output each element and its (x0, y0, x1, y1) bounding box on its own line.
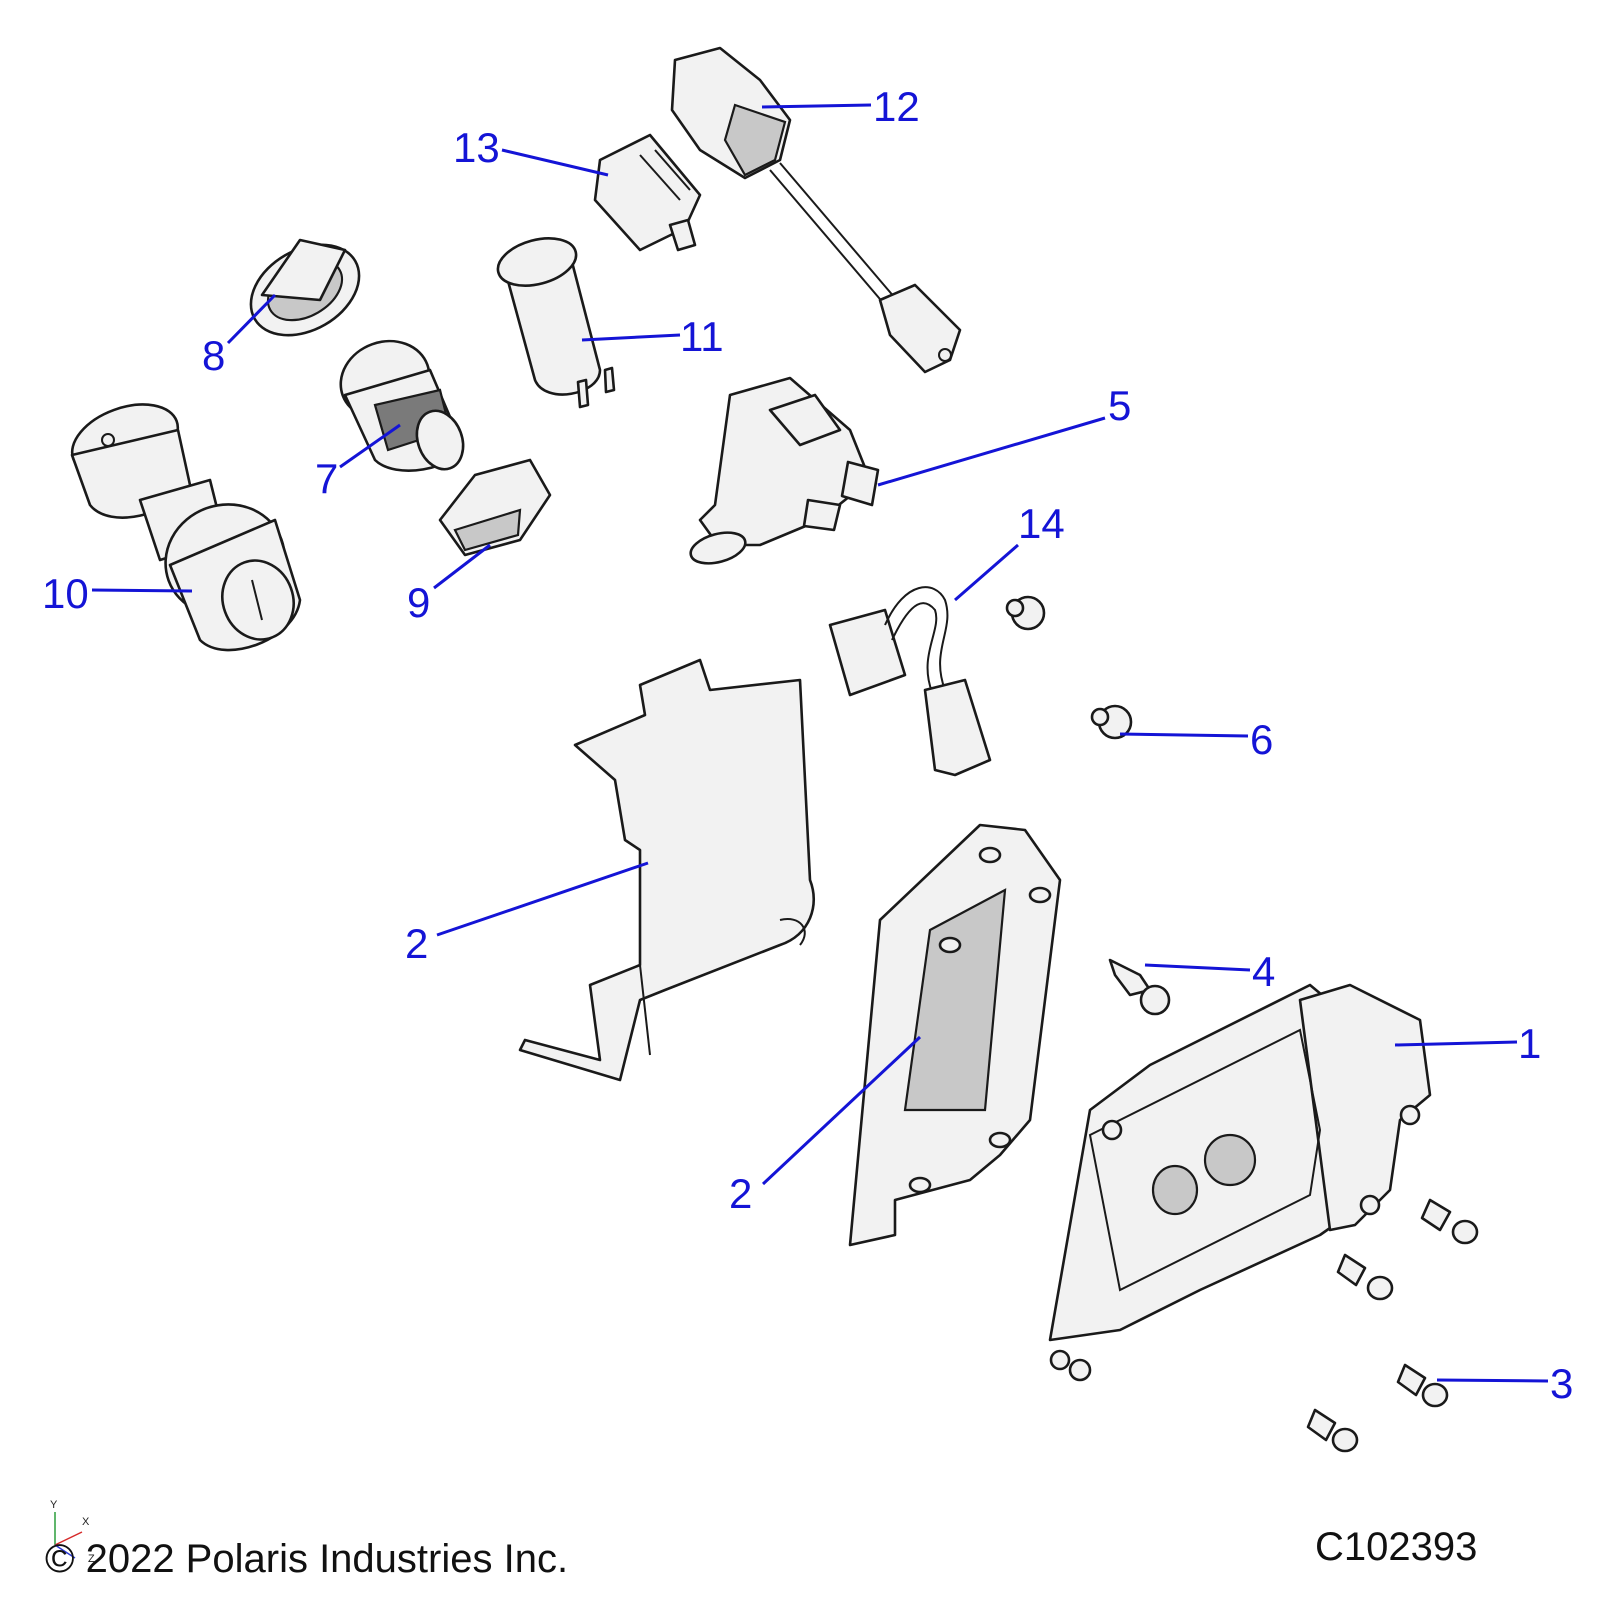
part-6-nut-lower (1090, 704, 1133, 740)
leader-2b (761, 1035, 922, 1186)
axis-label-y: Y (50, 1499, 58, 1511)
callout-13: 13 (453, 124, 500, 171)
part-12-module-with-harness (670, 46, 962, 374)
leader-8 (226, 293, 277, 345)
callout-3: 3 (1550, 1360, 1573, 1407)
leader-1 (1394, 1040, 1518, 1047)
part-3-bolt-c (1396, 1363, 1449, 1408)
leader-6 (1119, 732, 1249, 738)
callout-6: 6 (1250, 716, 1273, 763)
callout-1: 1 (1518, 1020, 1541, 1067)
callout-2-upper: 2 (405, 920, 428, 967)
part-10-ignition-switch (70, 403, 302, 652)
leader-3 (1436, 1378, 1549, 1383)
part-5-solenoid (689, 376, 880, 565)
callout-9: 9 (407, 579, 430, 626)
axis-triad: Y X Z (50, 1499, 95, 1565)
part-6-nut-upper (1005, 595, 1046, 631)
callout-8: 8 (202, 332, 225, 379)
part-2-cover-bracket (518, 658, 815, 1082)
part-8-ring-nut (249, 238, 361, 337)
leader-13 (501, 148, 609, 177)
callout-12: 12 (873, 83, 920, 130)
axis-label-x: X (82, 1516, 90, 1528)
leader-7 (339, 423, 401, 469)
part-9-cap (438, 458, 552, 557)
part-4-clip (1108, 958, 1171, 1016)
callout-10: 10 (42, 570, 89, 617)
leader-2a (436, 861, 649, 937)
callout-7: 7 (315, 455, 338, 502)
part-11-cylinder (496, 237, 616, 409)
callout-2-lower: 2 (729, 1170, 752, 1217)
leader-12 (761, 103, 872, 109)
leader-14 (954, 543, 1019, 602)
part-13-relay (593, 133, 702, 252)
drawing-number: C102393 (1315, 1525, 1477, 1569)
axis-label-z: Z (88, 1553, 95, 1565)
part-3-bolt-d (1306, 1408, 1359, 1453)
leader-4 (1144, 963, 1251, 972)
leader-11 (581, 333, 681, 342)
part-7-socket (339, 339, 465, 472)
callout-5: 5 (1108, 382, 1131, 429)
leader-5 (877, 416, 1106, 487)
callout-11: 11 (680, 313, 724, 360)
leader-10 (91, 588, 193, 593)
part-3-bolt-a (1420, 1198, 1479, 1245)
part-3-bolt-b (1336, 1253, 1394, 1301)
part-2-frame-bracket (848, 823, 1062, 1247)
part-14-harness-connector (828, 586, 992, 777)
part-1-ecu-module (1048, 983, 1432, 1382)
callout-4: 4 (1252, 948, 1275, 995)
leader-9 (433, 543, 491, 590)
copyright-text: © 2022 Polaris Industries Inc. (45, 1537, 568, 1581)
callout-14: 14 (1018, 500, 1065, 547)
